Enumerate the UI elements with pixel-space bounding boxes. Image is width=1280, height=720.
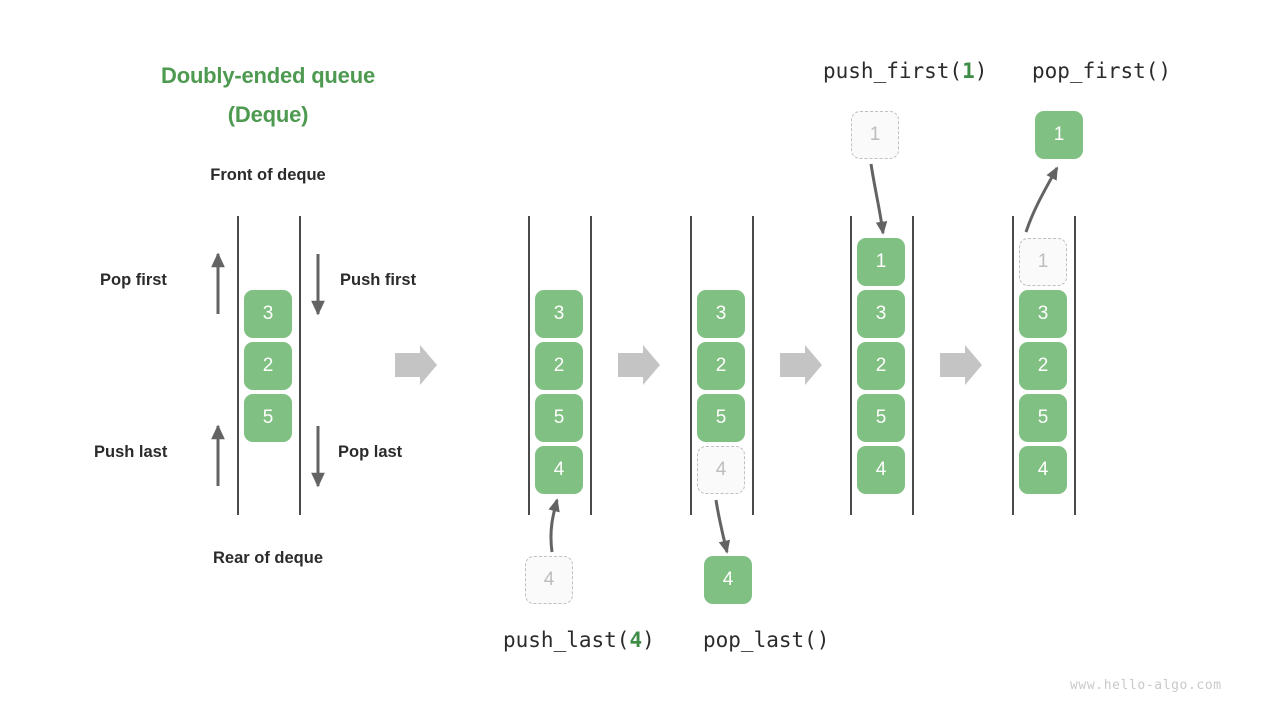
caption-push-first-suffix: )	[974, 59, 988, 83]
step-arrow-3	[780, 345, 822, 385]
arrow-pop-first-transfer	[1024, 166, 1059, 233]
node-col2-3[interactable]: 4	[535, 446, 583, 494]
rail-right-col1	[299, 216, 301, 515]
caption-push-first: push_first(1)	[823, 59, 987, 83]
step-arrow-4	[940, 345, 982, 385]
caption-push-last-arg: 4	[629, 628, 643, 652]
rail-right-col3	[752, 216, 754, 515]
node-col5-outgoing[interactable]: 1	[1035, 111, 1083, 159]
caption-pop-first: pop_first()	[1032, 59, 1172, 83]
node-col1-0[interactable]: 3	[244, 290, 292, 338]
node-col4-2[interactable]: 2	[857, 342, 905, 390]
watermark: www.hello-algo.com	[1070, 678, 1222, 693]
page-title-line2: (Deque)	[227, 102, 309, 127]
caption-push-last-prefix: push_last(	[503, 628, 630, 652]
node-col4-1[interactable]: 3	[857, 290, 905, 338]
caption-pop-last: pop_last()	[703, 628, 830, 652]
rail-right-col5	[1074, 216, 1076, 515]
node-col5-4[interactable]: 4	[1019, 446, 1067, 494]
rail-left-col4	[850, 216, 852, 515]
step-arrow-2	[618, 345, 660, 385]
node-col5-2[interactable]: 2	[1019, 342, 1067, 390]
arrow-pop-last-transfer	[714, 499, 731, 554]
rail-left-col1	[237, 216, 239, 515]
arrow-push-first-transfer	[869, 163, 888, 235]
node-col4-4[interactable]: 4	[857, 446, 905, 494]
node-col1-1[interactable]: 2	[244, 342, 292, 390]
node-col4-3[interactable]: 5	[857, 394, 905, 442]
op-label-pop-first: Pop first	[100, 271, 167, 289]
node-col4-incoming[interactable]: 1	[851, 111, 899, 159]
rail-left-col3	[690, 216, 692, 515]
node-col4-0[interactable]: 1	[857, 238, 905, 286]
caption-push-last: push_last(4)	[503, 628, 655, 652]
op-label-push-first: Push first	[340, 271, 417, 289]
op-label-push-last: Push last	[94, 443, 168, 461]
step-arrow-1	[395, 345, 437, 385]
rail-right-col2	[590, 216, 592, 515]
node-col2-1[interactable]: 2	[535, 342, 583, 390]
rail-left-col2	[528, 216, 530, 515]
node-col2-2[interactable]: 5	[535, 394, 583, 442]
caption-push-first-prefix: push_first(	[823, 59, 963, 83]
rail-left-col5	[1012, 216, 1014, 515]
caption-push-last-suffix: )	[642, 628, 655, 652]
arrow-push-last-transfer	[548, 498, 560, 553]
caption-push-first-arg: 1	[962, 59, 975, 83]
op-label-pop-last: Pop last	[338, 443, 403, 461]
node-col3-2[interactable]: 5	[697, 394, 745, 442]
node-col1-2[interactable]: 5	[244, 394, 292, 442]
rail-right-col4	[912, 216, 914, 515]
node-col5-1[interactable]: 3	[1019, 290, 1067, 338]
label-rear-of-deque: Rear of deque	[212, 549, 324, 567]
node-col3-outgoing[interactable]: 4	[704, 556, 752, 604]
node-col3-1[interactable]: 2	[697, 342, 745, 390]
label-front-of-deque: Front of deque	[210, 166, 326, 184]
node-col3-3[interactable]: 4	[697, 446, 745, 494]
node-col3-0[interactable]: 3	[697, 290, 745, 338]
node-col5-0[interactable]: 1	[1019, 238, 1067, 286]
page-title-line1: Doubly-ended queue	[161, 63, 375, 88]
node-col2-0[interactable]: 3	[535, 290, 583, 338]
node-col5-3[interactable]: 5	[1019, 394, 1067, 442]
node-col2-incoming[interactable]: 4	[525, 556, 573, 604]
